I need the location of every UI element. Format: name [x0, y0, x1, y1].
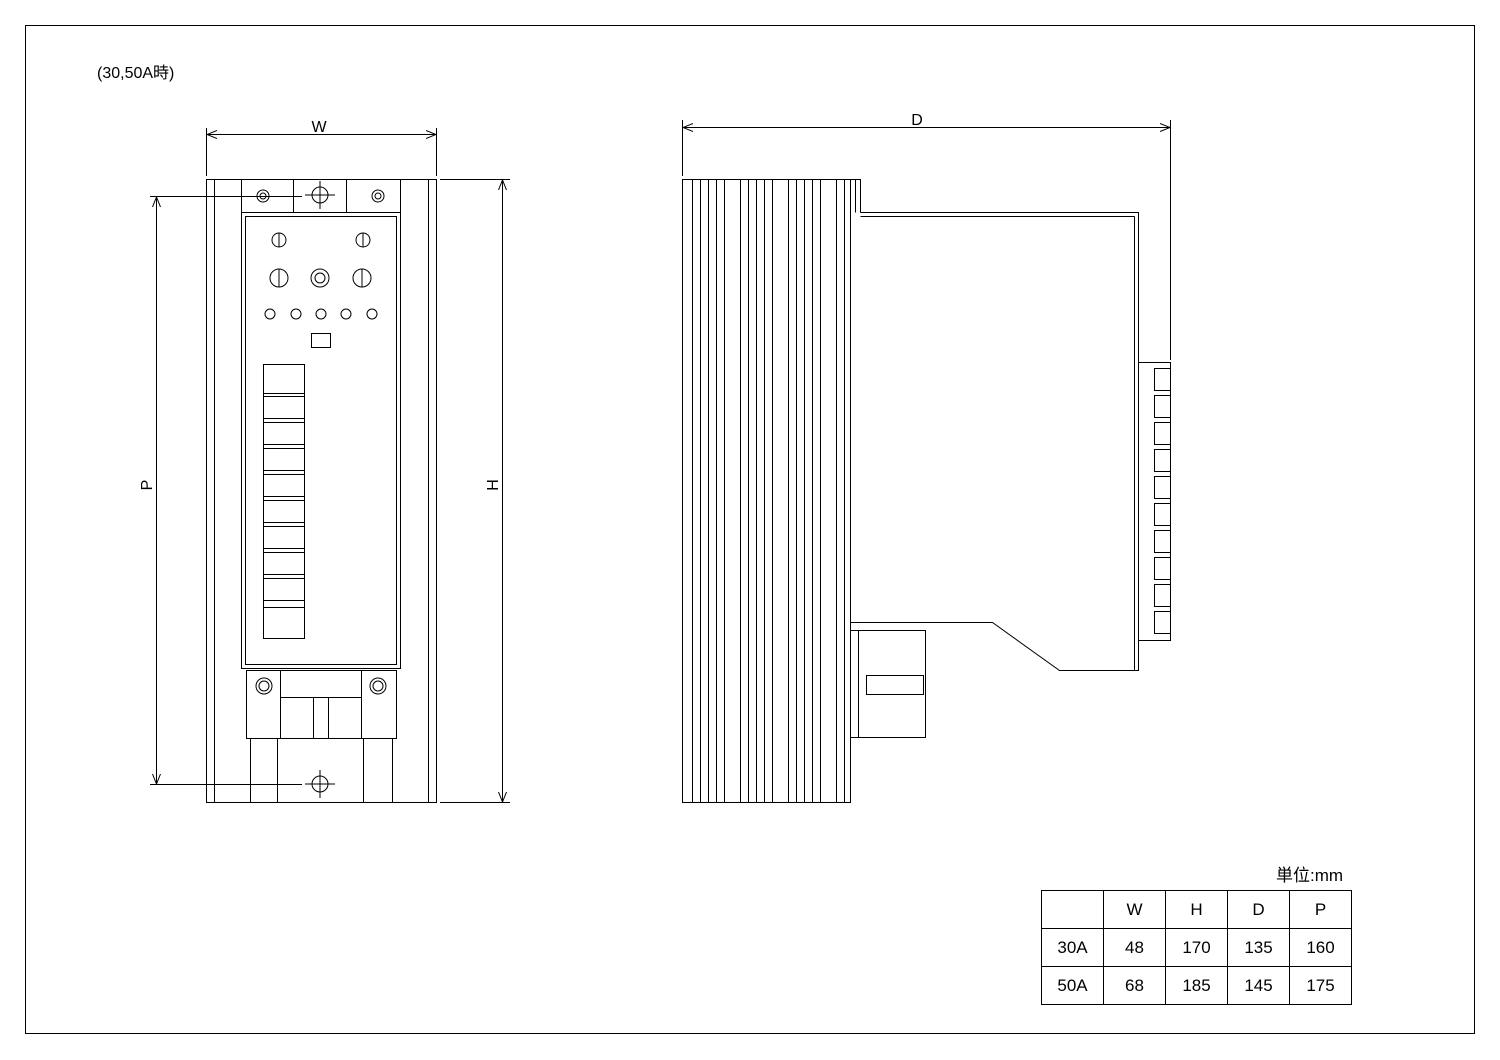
- front-view: [206, 179, 437, 803]
- terminal-comb: [1138, 362, 1171, 641]
- power-screw-left: [255, 677, 273, 695]
- table-header-cell: H: [1165, 890, 1228, 929]
- side-view: [682, 179, 1171, 803]
- dim-label-w: W: [311, 119, 327, 136]
- indicator-window: [311, 333, 331, 348]
- table-cell: 185: [1165, 966, 1228, 1005]
- side-dimensions: [682, 120, 1171, 360]
- model-note: (30,50A時): [97, 65, 175, 82]
- table-header-cell: D: [1227, 890, 1290, 929]
- table-row-model: 50A: [1041, 966, 1104, 1005]
- table-cell: 48: [1103, 928, 1166, 967]
- led-1: [264, 308, 276, 320]
- terminal-block: [263, 364, 305, 639]
- power-terminal-side: [850, 630, 926, 738]
- power-screw-right: [369, 677, 387, 695]
- table-row: 50A 68 185 145 175: [1041, 966, 1352, 1005]
- table-row-model: 30A: [1041, 928, 1104, 967]
- led-2: [290, 308, 302, 320]
- front-dimensions: [150, 128, 510, 803]
- dimension-table: W H D P 30A 48 170 135 160 50A 68 185 14…: [1041, 890, 1352, 1005]
- table-cell: 135: [1227, 928, 1290, 967]
- table-header-cell: W: [1103, 890, 1166, 929]
- dim-label-d: D: [911, 112, 923, 129]
- front-panel: [241, 212, 401, 669]
- table-cell: 160: [1289, 928, 1352, 967]
- front-body-outline: [206, 179, 437, 803]
- led-5: [366, 308, 378, 320]
- dim-label-p: P: [139, 480, 156, 491]
- heatsink: [682, 179, 851, 803]
- cover-body: [850, 212, 1139, 671]
- knob-center: [310, 268, 330, 288]
- unit-label: 単位:mm: [1276, 866, 1344, 885]
- table-header-cell: [1041, 890, 1104, 929]
- table-cell: 68: [1103, 966, 1166, 1005]
- table-cell: 145: [1227, 966, 1290, 1005]
- table-header-cell: P: [1289, 890, 1352, 929]
- led-3: [315, 308, 327, 320]
- drawing-border: [25, 25, 1475, 1034]
- table-row: 30A 48 170 135 160: [1041, 928, 1352, 967]
- screw-top-right: [371, 189, 385, 203]
- table-cell: 170: [1165, 928, 1228, 967]
- table-header-row: W H D P: [1041, 890, 1352, 929]
- table-cell: 175: [1289, 966, 1352, 1005]
- dim-label-h: H: [485, 479, 502, 491]
- led-4: [340, 308, 352, 320]
- power-terminal-base: [246, 670, 397, 739]
